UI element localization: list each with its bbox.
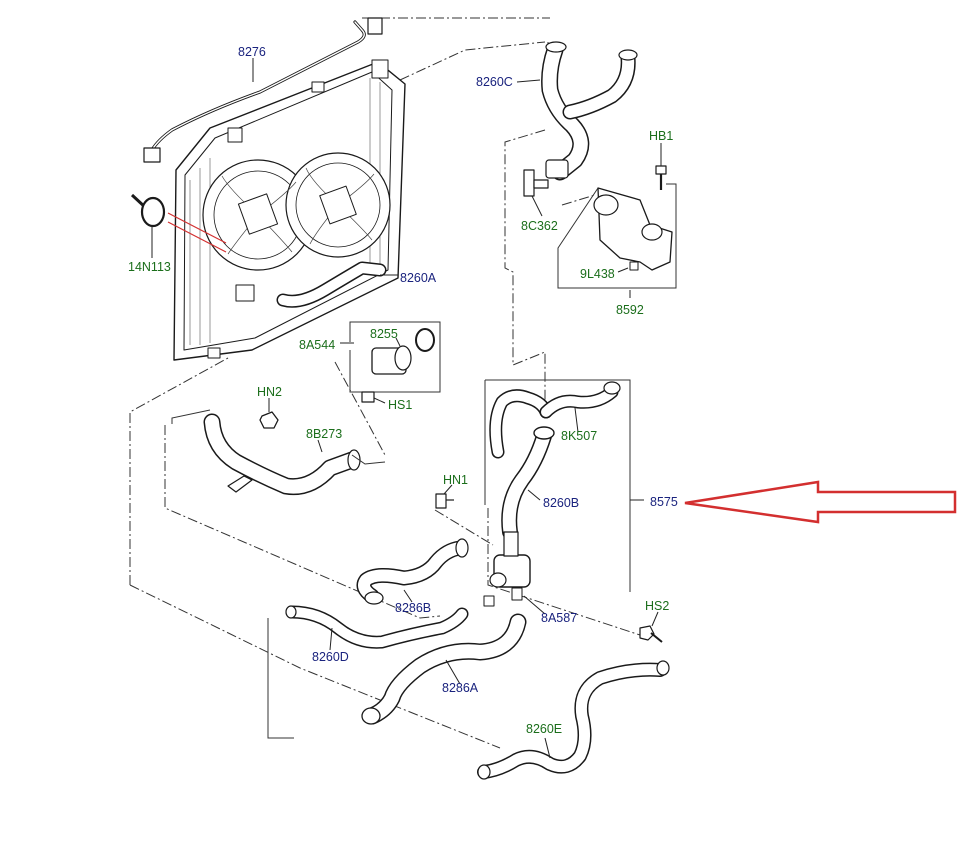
part-8k507-hose — [489, 381, 621, 459]
label-hn2: HN2 — [257, 385, 282, 399]
part-8b273-hose — [171, 409, 386, 496]
part-8260e-hose — [477, 660, 670, 780]
part-8286b-hose — [356, 538, 469, 605]
label-hn1: HN1 — [443, 473, 468, 487]
label-8260c: 8260C — [476, 75, 513, 89]
part-hn2-nut — [259, 411, 279, 429]
part-8260d-hose — [285, 605, 469, 649]
part-8a587-auxiliary-pump — [483, 531, 531, 607]
part-8286a-hose — [267, 613, 527, 739]
label-8255: 8255 — [370, 327, 398, 341]
part-14n113-clamp — [130, 193, 166, 228]
label-8b273: 8B273 — [306, 427, 342, 441]
label-8286a: 8286A — [442, 681, 479, 695]
part-8c362-sensor — [523, 169, 549, 197]
part-hb1-bolt — [655, 165, 667, 190]
label-hs1: HS1 — [388, 398, 412, 412]
part-8255-8a544-pump — [349, 321, 441, 403]
part-hn1-bracket — [435, 493, 454, 509]
part-labels: 8276 8260C HB1 8C362 9L438 8592 14N113 8… — [128, 45, 678, 736]
label-8286b: 8286B — [395, 601, 431, 615]
label-hb1: HB1 — [649, 129, 673, 143]
label-hs2: HS2 — [645, 599, 669, 613]
label-8260e: 8260E — [526, 722, 562, 736]
label-9l438: 9L438 — [580, 267, 615, 281]
part-8592-thermostat-housing — [557, 183, 677, 289]
label-8260b: 8260B — [543, 496, 579, 510]
label-14n113: 14N113 — [128, 260, 171, 274]
label-8a544: 8A544 — [299, 338, 335, 352]
arrow-left-icon — [684, 480, 957, 524]
assembly-connection-lines — [129, 17, 641, 749]
label-8c362: 8C362 — [521, 219, 558, 233]
label-8260a: 8260A — [400, 271, 437, 285]
part-8260c-hose — [541, 41, 638, 181]
radiator-fan-assembly — [167, 59, 406, 361]
label-8260d: 8260D — [312, 650, 349, 664]
part-8276-bleed-pipe — [143, 17, 383, 163]
part-8260b-hose — [501, 426, 555, 540]
label-8592: 8592 — [616, 303, 644, 317]
part-hs2-bolt — [639, 625, 663, 643]
label-8a587: 8A587 — [541, 611, 577, 625]
label-8276: 8276 — [238, 45, 266, 59]
part-8260a-hose — [276, 261, 387, 308]
label-8575: 8575 — [650, 495, 678, 509]
leader-lines — [151, 58, 662, 759]
label-8k507: 8K507 — [561, 429, 597, 443]
